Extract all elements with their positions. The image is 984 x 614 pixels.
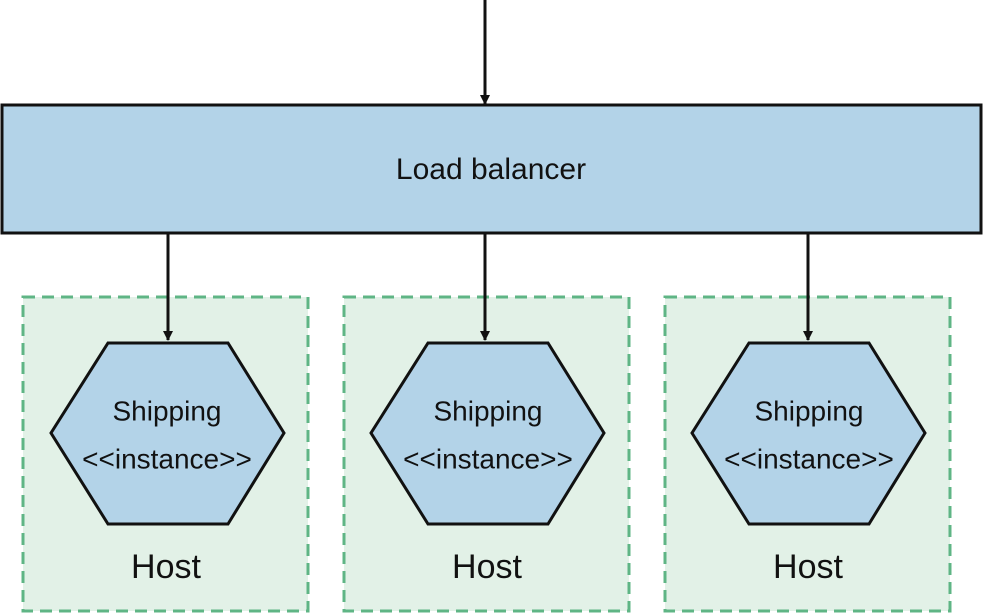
- load-balancer: Load balancer: [0, 103, 983, 235]
- host-3: Shipping <<instance>> Host: [663, 233, 952, 613]
- service-stereotype: <<instance>>: [82, 443, 252, 474]
- service-name: Shipping: [755, 395, 864, 426]
- shipping-instance-hexagon: [369, 341, 606, 526]
- shipping-instance-hexagon: [49, 341, 286, 526]
- service-name: Shipping: [113, 395, 222, 426]
- host-2: Shipping <<instance>> Host: [342, 233, 631, 613]
- load-balancer-box: [0, 103, 983, 235]
- service-name: Shipping: [434, 395, 543, 426]
- host-1: Shipping <<instance>> Host: [21, 233, 310, 613]
- load-balancer-label: Load balancer: [396, 153, 586, 186]
- host-label: Host: [131, 548, 201, 586]
- service-stereotype: <<instance>>: [724, 443, 894, 474]
- host-label: Host: [773, 548, 843, 586]
- service-stereotype: <<instance>>: [403, 443, 573, 474]
- shipping-instance-hexagon: [690, 341, 927, 526]
- host-label: Host: [452, 548, 522, 586]
